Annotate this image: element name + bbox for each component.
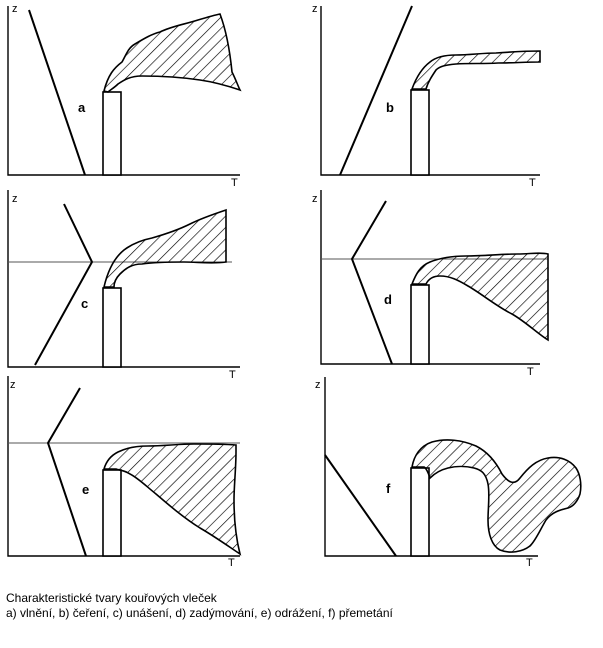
panel-a-label: a bbox=[78, 100, 86, 115]
panel-c-stack bbox=[102, 287, 122, 368]
panel-c-x-axis-label: T bbox=[229, 369, 236, 381]
smoke-plume-diagram bbox=[7, 5, 582, 557]
panel-e-label: e bbox=[82, 482, 90, 497]
panel-c-axes bbox=[7, 190, 240, 368]
panel-c-plume bbox=[102, 208, 227, 288]
panel-d-plume bbox=[410, 252, 549, 342]
panel-c bbox=[7, 190, 240, 368]
panel-f-temperature-profile bbox=[324, 454, 397, 557]
panel-e bbox=[7, 376, 242, 557]
panel-c-label: c bbox=[81, 296, 89, 311]
panel-c-temperature-profile bbox=[34, 203, 94, 366]
caption-legend: a) vlnění, b) čeření, c) unášení, d) zad… bbox=[6, 606, 393, 620]
panel-a-x-axis-label: T bbox=[231, 177, 238, 189]
panel-b-axes bbox=[320, 6, 540, 176]
panel-b-x-axis-label: T bbox=[529, 177, 536, 189]
panel-a-temperature-profile bbox=[28, 9, 86, 176]
panel-d bbox=[320, 190, 549, 365]
panel-f bbox=[324, 377, 582, 557]
panel-b-temperature-profile bbox=[339, 5, 413, 176]
panel-b-plume bbox=[410, 50, 541, 90]
panel-d-temperature-profile bbox=[350, 200, 393, 365]
panel-b bbox=[320, 5, 541, 176]
caption-title: Charakteristické tvary kouřových vleček bbox=[6, 591, 217, 605]
panel-f-plume bbox=[411, 439, 582, 553]
panel-e-stack bbox=[102, 469, 122, 557]
panel-d-axes bbox=[320, 190, 540, 365]
panel-a-plume bbox=[103, 13, 242, 93]
panel-a-stack bbox=[102, 91, 122, 176]
figure-caption: Charakteristické tvary kouřových vleček … bbox=[6, 591, 596, 621]
panel-b-y-axis-label: z bbox=[312, 3, 318, 15]
panel-f-label: f bbox=[386, 481, 391, 496]
panel-f-x-axis-label: T bbox=[526, 557, 533, 569]
panel-d-label: d bbox=[384, 292, 392, 307]
panel-f-axes bbox=[324, 377, 538, 557]
panel-a-axes bbox=[7, 6, 240, 176]
panel-f-y-axis-label: z bbox=[315, 379, 321, 391]
panel-e-temperature-profile bbox=[46, 387, 87, 557]
panel-a bbox=[7, 6, 242, 176]
panel-e-axes bbox=[7, 376, 240, 557]
panel-e-plume bbox=[102, 443, 242, 556]
panel-b-stack bbox=[410, 89, 430, 176]
panel-c-y-axis-label: z bbox=[12, 193, 18, 205]
panel-b-label: b bbox=[386, 100, 394, 115]
panel-a-y-axis-label: z bbox=[12, 3, 18, 15]
panel-d-x-axis-label: T bbox=[527, 366, 534, 378]
panel-d-y-axis-label: z bbox=[312, 193, 318, 205]
panel-d-stack bbox=[410, 284, 430, 365]
panel-e-x-axis-label: T bbox=[228, 557, 235, 569]
panel-f-stack bbox=[410, 467, 430, 557]
panel-e-y-axis-label: z bbox=[10, 379, 16, 391]
